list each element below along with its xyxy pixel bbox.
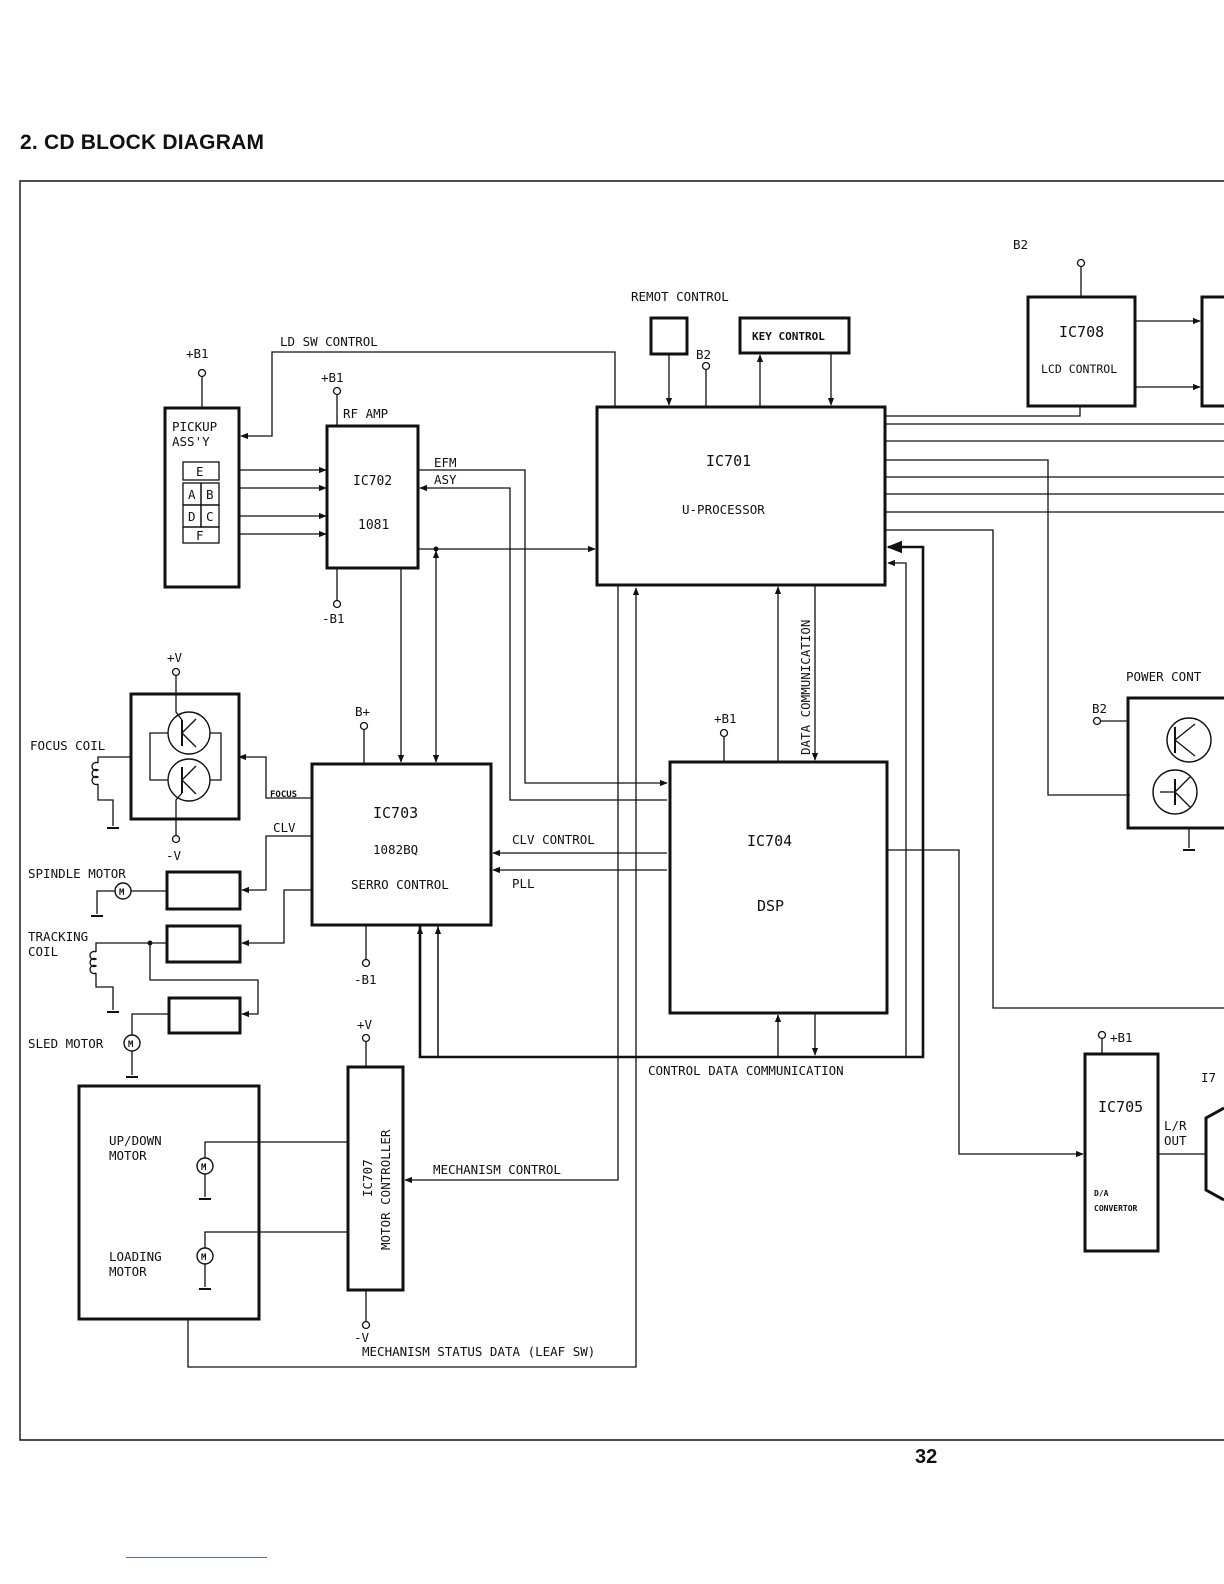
rf-amp-label: RF AMP	[343, 406, 388, 421]
focus-supply-pos: +V	[167, 650, 183, 665]
ic702-block: IC702 1081	[325, 424, 420, 570]
ic701-name: IC701	[706, 452, 751, 470]
ic704-function: DSP	[757, 897, 784, 915]
loading-motor-label-line1: LOADING	[109, 1249, 162, 1264]
ic703-name: IC703	[373, 804, 418, 822]
pickup-label-line2: ASS'Y	[172, 434, 210, 449]
focus-supply-neg: -V	[166, 848, 182, 863]
page-number: 32	[915, 1446, 938, 1468]
power-supply-b2: B2	[1092, 701, 1107, 716]
ic705-function-line2: CONVERTOR	[1094, 1204, 1138, 1213]
loading-motor-label-line2: MOTOR	[109, 1264, 147, 1279]
ic704-supply-pos: +B1	[714, 711, 737, 726]
pickup-assembly: PICKUP ASS'Y E A B D C F	[163, 406, 241, 589]
mechanism-block: UP/DOWN MOTOR M LOADING MOTOR M	[77, 1084, 261, 1321]
ic707-block: IC707 MOTOR CONTROLLER	[346, 1065, 405, 1292]
ic704-block: IC704 DSP	[668, 760, 889, 1015]
mechanism-control-label: MECHANISM CONTROL	[433, 1162, 561, 1177]
ic703-supply-pos: B+	[355, 704, 370, 719]
ic702-part: 1081	[358, 518, 389, 533]
lr-out-label-line1: L/R	[1164, 1118, 1187, 1133]
pll-label: PLL	[512, 876, 535, 891]
control-data-communication-label: CONTROL DATA COMMUNICATION	[648, 1063, 844, 1078]
mechanism-status-data-label: MECHANISM STATUS DATA (LEAF SW)	[362, 1344, 595, 1359]
pickup-segment-f: F	[196, 528, 204, 543]
ic705-block: IC705 D/A CONVERTOR	[1083, 1052, 1160, 1253]
tracking-coil-label-line1: TRACKING	[28, 929, 88, 944]
updown-motor-label-line2: MOTOR	[109, 1148, 147, 1163]
ic705-name: IC705	[1098, 1098, 1143, 1116]
efm-label: EFM	[434, 455, 457, 470]
ic702-name: IC702	[353, 474, 392, 489]
clv-control-label: CLV CONTROL	[512, 832, 595, 847]
pickup-supply-label: +B1	[186, 346, 209, 361]
ic708-name: IC708	[1059, 323, 1104, 341]
sled-motor-symbol: M	[128, 1040, 134, 1050]
tracking-driver-box	[165, 924, 242, 964]
ic702-supply-pos: +B1	[321, 370, 344, 385]
ic703-part: 1082BQ	[373, 842, 418, 857]
sled-driver-box	[167, 996, 242, 1035]
footer-divider	[126, 1557, 267, 1558]
spindle-motor-symbol: M	[119, 888, 125, 898]
key-control-block: KEY CONTROL	[738, 316, 851, 355]
loading-motor-symbol: M	[201, 1253, 207, 1263]
remote-sensor-box	[649, 316, 689, 356]
ic702-supply-neg: -B1	[322, 611, 345, 626]
sled-motor-label: SLED MOTOR	[28, 1036, 104, 1051]
ic705-function-line1: D/A	[1094, 1189, 1109, 1198]
clv-label: CLV	[273, 820, 296, 835]
focus-signal-label: FOCUS	[270, 790, 297, 800]
ld-sw-control-label: LD SW CONTROL	[280, 334, 378, 349]
ic708-function: LCD CONTROL	[1041, 362, 1117, 376]
ic707-name: IC707	[360, 1159, 375, 1197]
remot-control-label: REMOT CONTROL	[631, 289, 729, 304]
ic706-partial-label: I7	[1201, 1070, 1216, 1085]
ic701-supply-b2: B2	[696, 347, 711, 362]
key-control-label: KEY CONTROL	[752, 330, 825, 343]
asy-label: ASY	[434, 472, 457, 487]
tracking-coil-label-line2: COIL	[28, 944, 58, 959]
ic703-supply-neg: -B1	[354, 972, 377, 987]
updown-motor-label-line1: UP/DOWN	[109, 1133, 162, 1148]
ic704-name: IC704	[747, 832, 792, 850]
ic707-supply-pos: +V	[357, 1017, 373, 1032]
pickup-segment-a: A	[188, 487, 196, 502]
power-control-label: POWER CONT	[1126, 669, 1202, 684]
lr-out-label-line2: OUT	[1164, 1133, 1187, 1148]
ic707-supply-neg: -V	[354, 1330, 370, 1345]
ic703-function: SERRO CONTROL	[351, 877, 449, 892]
ic703-block: IC703 1082BQ SERRO CONTROL	[310, 762, 493, 927]
ic708-supply-b2: B2	[1013, 237, 1028, 252]
pickup-segment-e: E	[196, 464, 204, 479]
ic707-function: MOTOR CONTROLLER	[378, 1129, 393, 1250]
ic708-block: IC708 LCD CONTROL	[1026, 295, 1137, 408]
ic705-supply-pos: +B1	[1110, 1030, 1133, 1045]
pickup-segment-d: D	[188, 509, 196, 524]
data-communication-label: DATA COMMUNICATION	[798, 620, 813, 755]
pickup-label-line1: PICKUP	[172, 419, 217, 434]
updown-motor-symbol: M	[201, 1163, 207, 1173]
spindle-driver-box	[165, 870, 242, 911]
focus-driver-block	[129, 692, 241, 821]
focus-coil-label: FOCUS COIL	[30, 738, 105, 753]
ic701-block: IC701 U-PROCESSOR	[595, 405, 887, 587]
pickup-segment-b: B	[206, 487, 214, 502]
ic701-function: U-PROCESSOR	[682, 502, 765, 517]
spindle-motor-label: SPINDLE MOTOR	[28, 866, 126, 881]
page-title: 2. CD BLOCK DIAGRAM	[20, 131, 265, 154]
pickup-segment-c: C	[206, 509, 214, 524]
diagram-frame	[19, 180, 1224, 1441]
